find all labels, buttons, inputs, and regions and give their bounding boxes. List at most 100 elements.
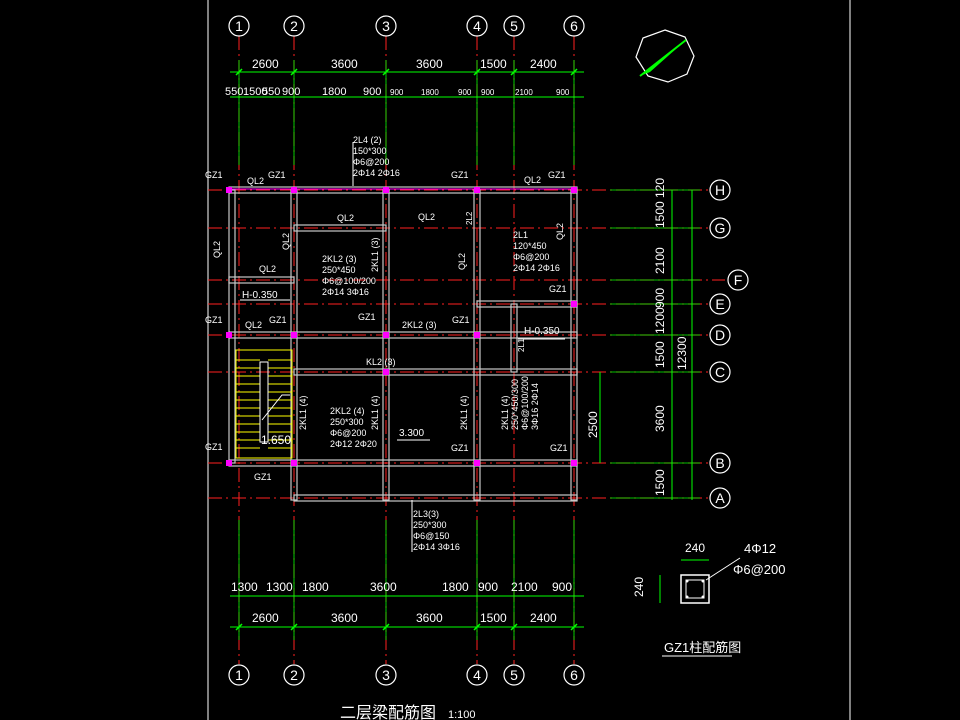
axis-label-F: F — [734, 272, 743, 288]
dim-top-sub-10: 2100 — [515, 88, 533, 97]
beam-2l4-0: 2L4 (2) — [353, 135, 382, 145]
gz-rebar: 4Φ12 — [744, 541, 776, 556]
column-gz1 — [474, 332, 480, 338]
gz-height: 240 — [632, 577, 646, 597]
axis-bubble-1-bottom — [228, 664, 250, 686]
dim-bottom-main-3: 1500 — [480, 611, 507, 625]
dim-top-sub-5: 900 — [363, 86, 381, 98]
label-gz1: GZ1 — [358, 312, 376, 322]
axis-label-3-bottom: 3 — [382, 667, 390, 683]
label-kl1-3: 2KL1 (3) — [370, 237, 380, 272]
axis-bubble-3-top — [375, 15, 397, 37]
label-ql2-v: QL2 — [212, 241, 222, 258]
beam-2kl2-3-3: 2Φ14 3Φ16 — [322, 287, 369, 297]
axis-bubble-2-bottom — [283, 664, 305, 686]
column-gz1 — [383, 187, 389, 193]
scale-text: 1:100 — [448, 709, 476, 720]
wall-v — [510, 303, 518, 373]
beam-2l3-3: 2Φ14 3Φ16 — [413, 542, 460, 552]
title-text: 二层梁配筋图 — [340, 704, 436, 720]
gz1-detail: 240 240 4Φ12 Φ6@200 GZ1柱配筋图 — [632, 541, 786, 657]
dim-bottom-main-1: 3600 — [331, 611, 358, 625]
dim-top-sub-8: 900 — [458, 88, 472, 97]
dim-bottom-sub-2: 1800 — [302, 580, 329, 594]
beam-2kl2-4-3: 2Φ12 2Φ20 — [330, 439, 377, 449]
beam-2kl2-4-2: Φ6@200 — [330, 428, 366, 438]
beam-2kl1-right-2: Φ6@100/200 — [520, 376, 530, 430]
dim-right-4: 1200 — [653, 307, 667, 334]
axis-label-6-bottom: 6 — [570, 667, 578, 683]
axis-label-G: G — [715, 220, 726, 236]
axis-bubble-E — [709, 293, 731, 315]
dim-right-1: 1500 — [653, 201, 667, 228]
axis-label-5-top: 5 — [510, 18, 518, 34]
axis-label-4-top: 4 — [473, 18, 481, 34]
drawing-title: 二层梁配筋图 1:100 — [340, 704, 476, 720]
column-gz1 — [571, 460, 577, 466]
label-gz1: GZ1 — [205, 315, 223, 325]
axis-label-2-bottom: 2 — [290, 667, 298, 683]
dim-top-main-1: 3600 — [331, 57, 358, 71]
axis-label-4-bottom: 4 — [473, 667, 481, 683]
dim-bottom-sub-6: 2100 — [511, 580, 538, 594]
dim-top-main-3: 1500 — [480, 57, 507, 71]
beam-2l1-2: Φ6@200 — [513, 252, 549, 262]
label-gz1: GZ1 — [548, 170, 566, 180]
label-ql2: QL2 — [418, 212, 435, 222]
label-l2: 2L2 — [465, 211, 474, 225]
axis-bubble-D — [709, 324, 731, 346]
label-kl1-a1: 2KL1 (4) — [298, 395, 308, 430]
axis-bubble-A — [709, 487, 731, 509]
dimension-text: 2600260036003600360036001500150024002400… — [225, 57, 689, 625]
dim-top-sub-7: 1800 — [421, 88, 439, 97]
wall-h — [293, 224, 387, 232]
dim-bottom-main-0: 2600 — [252, 611, 279, 625]
beam-2l1-3: 2Φ14 2Φ16 — [513, 263, 560, 273]
axis-bubble-C — [709, 361, 731, 383]
column-gz1 — [291, 460, 297, 466]
axis-label-1-bottom: 1 — [235, 667, 243, 683]
dim-right-6: 3600 — [653, 405, 667, 432]
beam-2kl2-3-2: Φ6@100/200 — [322, 276, 376, 286]
gz-stirrup: Φ6@200 — [733, 562, 786, 577]
axis-bubble-F — [727, 269, 749, 291]
beam-2l1-1: 120*450 — [513, 241, 547, 251]
dim-top-sub-6: 900 — [390, 88, 404, 97]
label-ql2-v: QL2 — [281, 233, 291, 250]
dim-right-7: 1500 — [653, 469, 667, 496]
columns — [226, 187, 577, 466]
label-gz1: GZ1 — [205, 442, 223, 452]
dim-top-sub-4: 1800 — [322, 86, 346, 98]
label-h-right: H-0.350 — [524, 326, 560, 337]
dim-top-sub-2: 550 — [262, 86, 280, 98]
beam-2kl1-right-3: 3Φ16 2Φ14 — [530, 383, 540, 430]
column-gz1 — [571, 187, 577, 193]
label-kl2-3: 2KL2 (3) — [402, 320, 437, 330]
dim-top-sub-11: 900 — [556, 88, 570, 97]
axis-bubble-2-top — [283, 15, 305, 37]
axis-bubble-6-bottom — [563, 664, 585, 686]
label-ql2-v: QL2 — [555, 223, 565, 240]
dim-top-main-0: 2600 — [252, 57, 279, 71]
axis-bubble-4-bottom — [466, 664, 488, 686]
column-gz1 — [383, 369, 389, 375]
label-gz1: GZ1 — [549, 284, 567, 294]
dim-right-2: 2100 — [653, 247, 667, 274]
axis-label-1-top: 1 — [235, 18, 243, 34]
label-ql2: QL2 — [259, 264, 276, 274]
axis-label-3-top: 3 — [382, 18, 390, 34]
beam-2kl1-right-1: 250*450/300 — [510, 379, 520, 430]
beam-2l3-0: 2L3(3) — [413, 509, 439, 519]
beam-2kl2-4-0: 2KL2 (4) — [330, 406, 365, 416]
label-ql2: QL2 — [245, 320, 262, 330]
label-gz1: GZ1 — [550, 443, 568, 453]
column-gz1 — [226, 187, 232, 193]
label-gz1: GZ1 — [451, 170, 469, 180]
dim-top-sub-9: 900 — [481, 88, 495, 97]
column-gz1 — [291, 332, 297, 338]
beam-2kl2-3-0: 2KL2 (3) — [322, 254, 357, 264]
label-gz1: GZ1 — [254, 472, 272, 482]
axis-label-D: D — [715, 327, 725, 343]
label-ql2: QL2 — [247, 176, 264, 186]
